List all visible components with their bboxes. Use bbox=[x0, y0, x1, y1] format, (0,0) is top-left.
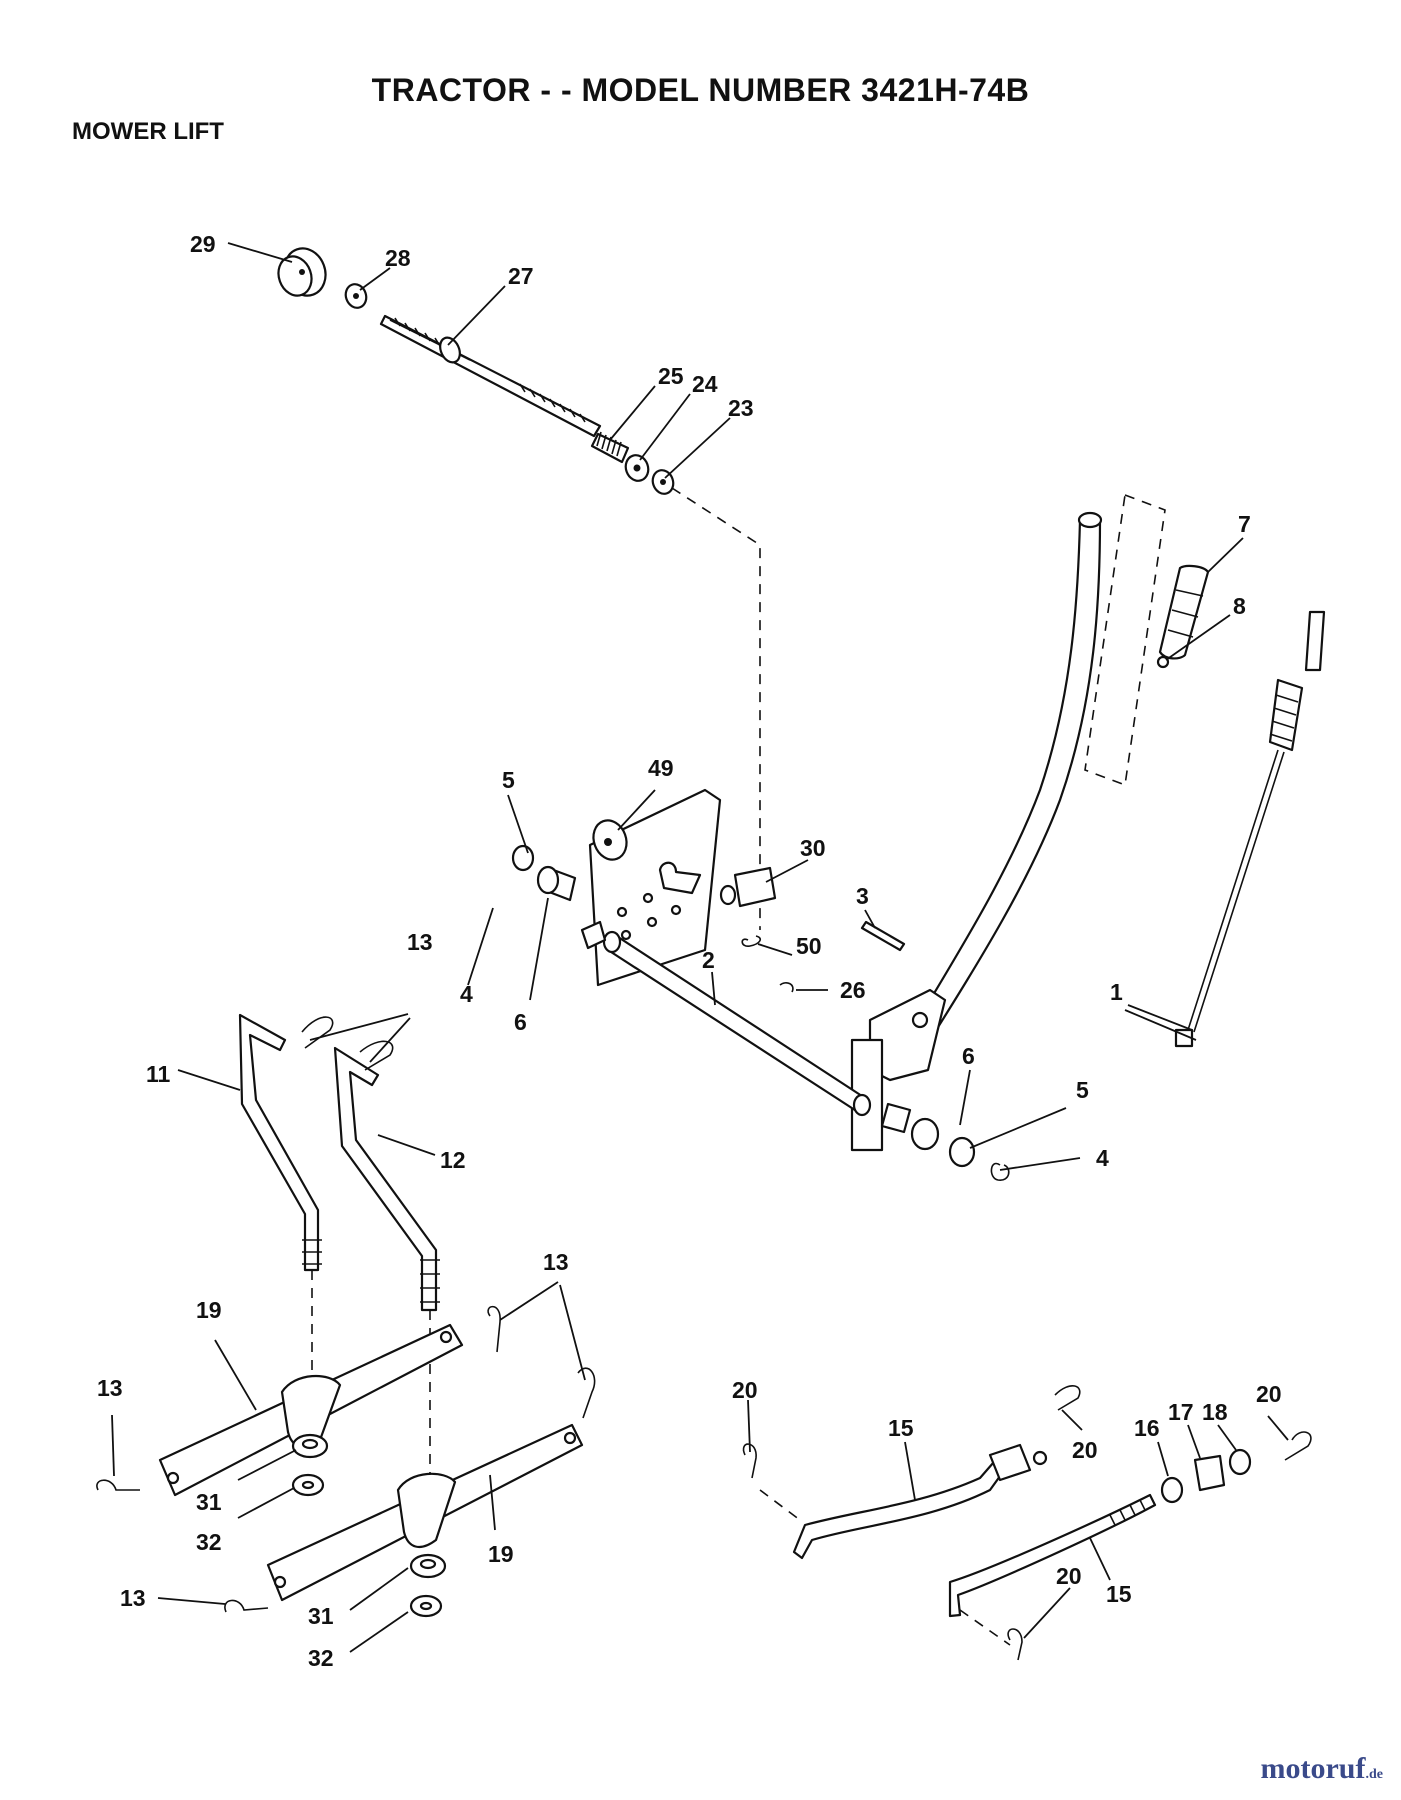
lift-link-12 bbox=[333, 1046, 440, 1312]
label-13: 13 bbox=[543, 1249, 569, 1275]
bushings-right bbox=[880, 1102, 1010, 1181]
section-title: MOWER LIFT bbox=[72, 118, 224, 145]
lift-link-11 bbox=[238, 1013, 322, 1272]
lift-arm-19-lower bbox=[266, 1423, 584, 1602]
hardware-16-17-18 bbox=[1160, 1448, 1252, 1504]
leader-lines bbox=[111, 242, 1289, 1653]
label-23: 23 bbox=[728, 395, 754, 421]
label-20: 20 bbox=[1256, 1381, 1282, 1407]
label-4: 4 bbox=[1096, 1145, 1109, 1171]
label-27: 27 bbox=[508, 263, 534, 289]
label-50: 50 bbox=[796, 933, 822, 959]
lift-handle bbox=[850, 511, 1103, 1152]
swivel-30 bbox=[719, 866, 777, 908]
label-6: 6 bbox=[514, 1009, 527, 1035]
label-26: 26 bbox=[840, 977, 866, 1003]
pivot-shaft-2 bbox=[580, 920, 872, 1117]
page-title: TRACTOR - - MODEL NUMBER 3421H-74B bbox=[371, 72, 1030, 108]
pin-3 bbox=[860, 920, 906, 952]
label-32: 32 bbox=[196, 1529, 222, 1555]
label-13: 13 bbox=[97, 1375, 123, 1401]
linkage-rod-15-lower bbox=[948, 1493, 1157, 1618]
adjustment-rod-27 bbox=[379, 314, 602, 438]
bracket-plate bbox=[588, 788, 722, 987]
label-24: 24 bbox=[692, 371, 718, 397]
label-13: 13 bbox=[407, 929, 433, 955]
label-12: 12 bbox=[440, 1147, 466, 1173]
label-7: 7 bbox=[1238, 511, 1251, 537]
label-19: 19 bbox=[196, 1297, 222, 1323]
label-31: 31 bbox=[308, 1603, 334, 1629]
label-32: 32 bbox=[308, 1645, 334, 1671]
label-1: 1 bbox=[1110, 979, 1123, 1005]
label-28: 28 bbox=[385, 245, 411, 271]
label-29: 29 bbox=[190, 231, 216, 257]
lift-arm-19-upper bbox=[158, 1323, 464, 1497]
label-11: 11 bbox=[146, 1061, 171, 1087]
label-6: 6 bbox=[962, 1043, 975, 1069]
label-17: 17 bbox=[1168, 1399, 1194, 1425]
part-labels: 29 28 27 25 24 23 7 8 49 5 30 3 1 2 50 2… bbox=[97, 231, 1282, 1671]
spring-25 bbox=[590, 431, 630, 464]
label-20: 20 bbox=[1056, 1563, 1082, 1589]
label-16: 16 bbox=[1134, 1415, 1160, 1441]
pin-26 bbox=[779, 982, 794, 993]
watermark-logo: motoruf.de bbox=[1261, 1752, 1383, 1786]
label-19: 19 bbox=[488, 1541, 514, 1567]
label-20: 20 bbox=[732, 1377, 758, 1403]
label-2: 2 bbox=[702, 947, 715, 973]
label-20: 20 bbox=[1072, 1437, 1098, 1463]
clip-50 bbox=[741, 935, 762, 947]
grip-7 bbox=[1158, 564, 1210, 660]
label-25: 25 bbox=[658, 363, 684, 389]
label-49: 49 bbox=[648, 755, 674, 781]
label-3: 3 bbox=[856, 883, 869, 909]
knob-29 bbox=[277, 247, 327, 297]
label-13: 13 bbox=[120, 1585, 146, 1611]
watermark-name: motoruf bbox=[1260, 1752, 1366, 1785]
lift-rod-1 bbox=[1174, 610, 1326, 1048]
washer-24 bbox=[624, 454, 650, 482]
label-5: 5 bbox=[502, 767, 515, 793]
label-8: 8 bbox=[1233, 593, 1246, 619]
label-4: 4 bbox=[460, 981, 473, 1007]
hairpin-clips-13 bbox=[96, 1016, 596, 1613]
label-18: 18 bbox=[1202, 1399, 1228, 1425]
watermark-suffix: .de bbox=[1365, 1767, 1384, 1782]
label-15: 15 bbox=[888, 1415, 914, 1441]
pin-8 bbox=[1156, 655, 1170, 669]
bushings-left bbox=[511, 844, 577, 902]
label-31: 31 bbox=[196, 1489, 222, 1515]
label-15: 15 bbox=[1106, 1581, 1132, 1607]
label-30: 30 bbox=[800, 835, 826, 861]
linkage-rod-15-upper bbox=[792, 1443, 1048, 1560]
label-5: 5 bbox=[1076, 1077, 1089, 1103]
spacers-and-nuts bbox=[291, 1433, 447, 1618]
